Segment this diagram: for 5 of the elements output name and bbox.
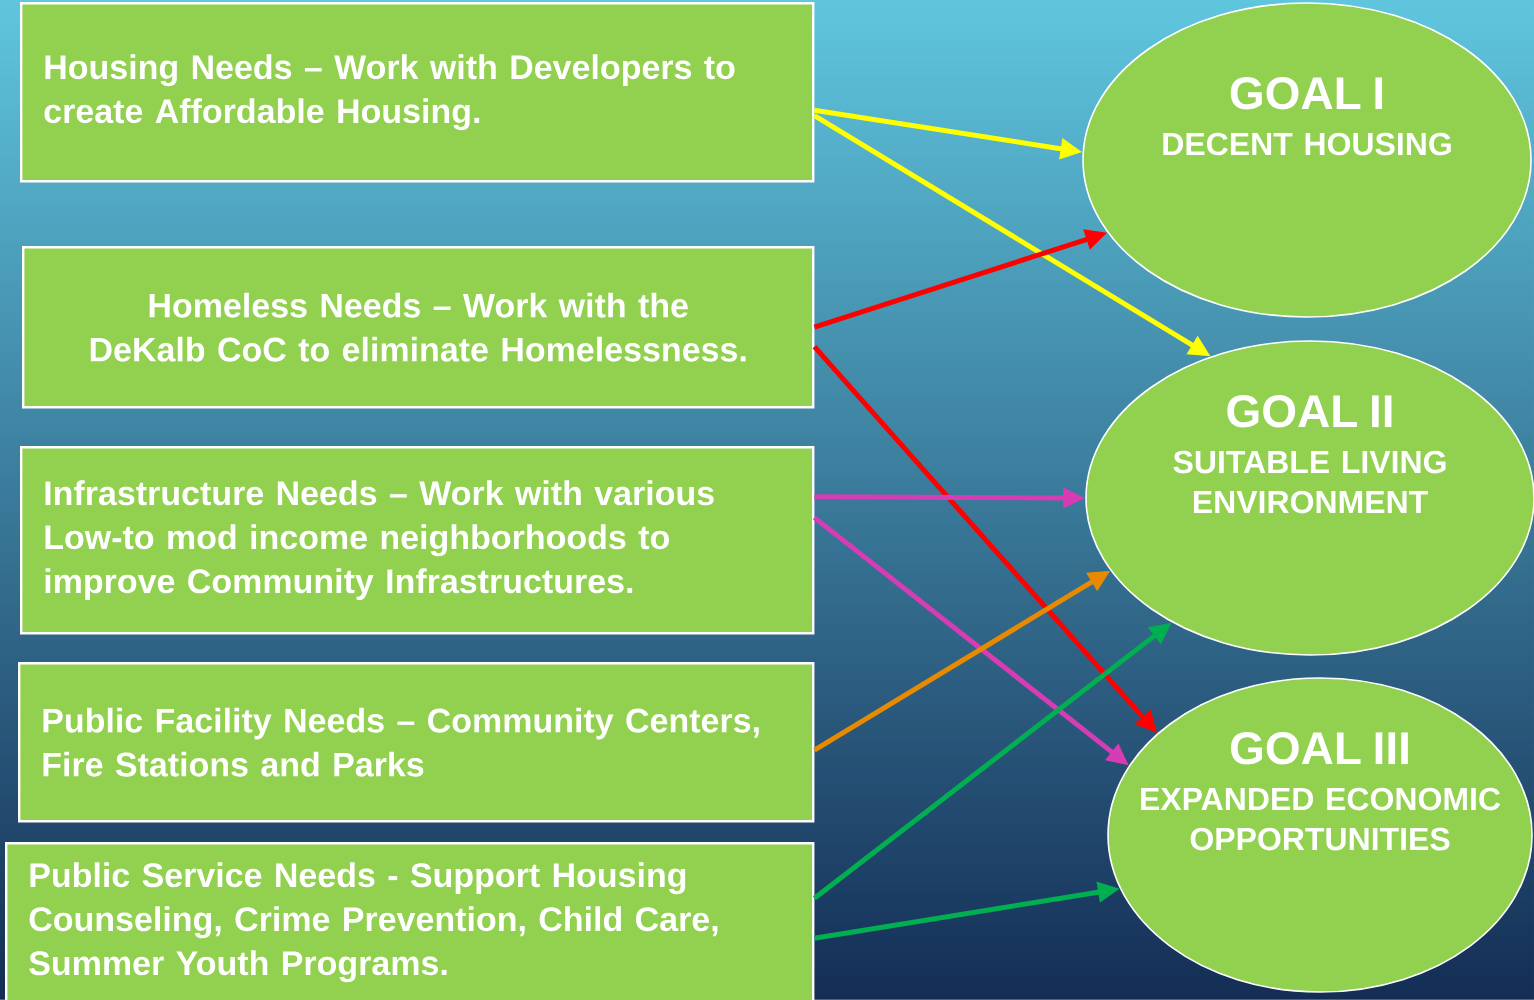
need-box: Public Service Needs - Support Housing Counseling, Crime Prevention, Child Care, Summer Youth Programs. bbox=[5, 842, 815, 1000]
need-box: Public Facility Needs – Community Centers, Fire Stations and Parks bbox=[18, 662, 815, 823]
need-box: Infrastructure Needs – Work with various Low-to mod income neighborhoods to improve Community Infrastructures. bbox=[20, 446, 815, 635]
need-box: Homeless Needs – Work with the DeKalb CoC to eliminate Homelessness. bbox=[22, 246, 815, 409]
need-box: Housing Needs – Work with Developers to create Affordable Housing. bbox=[20, 2, 815, 183]
